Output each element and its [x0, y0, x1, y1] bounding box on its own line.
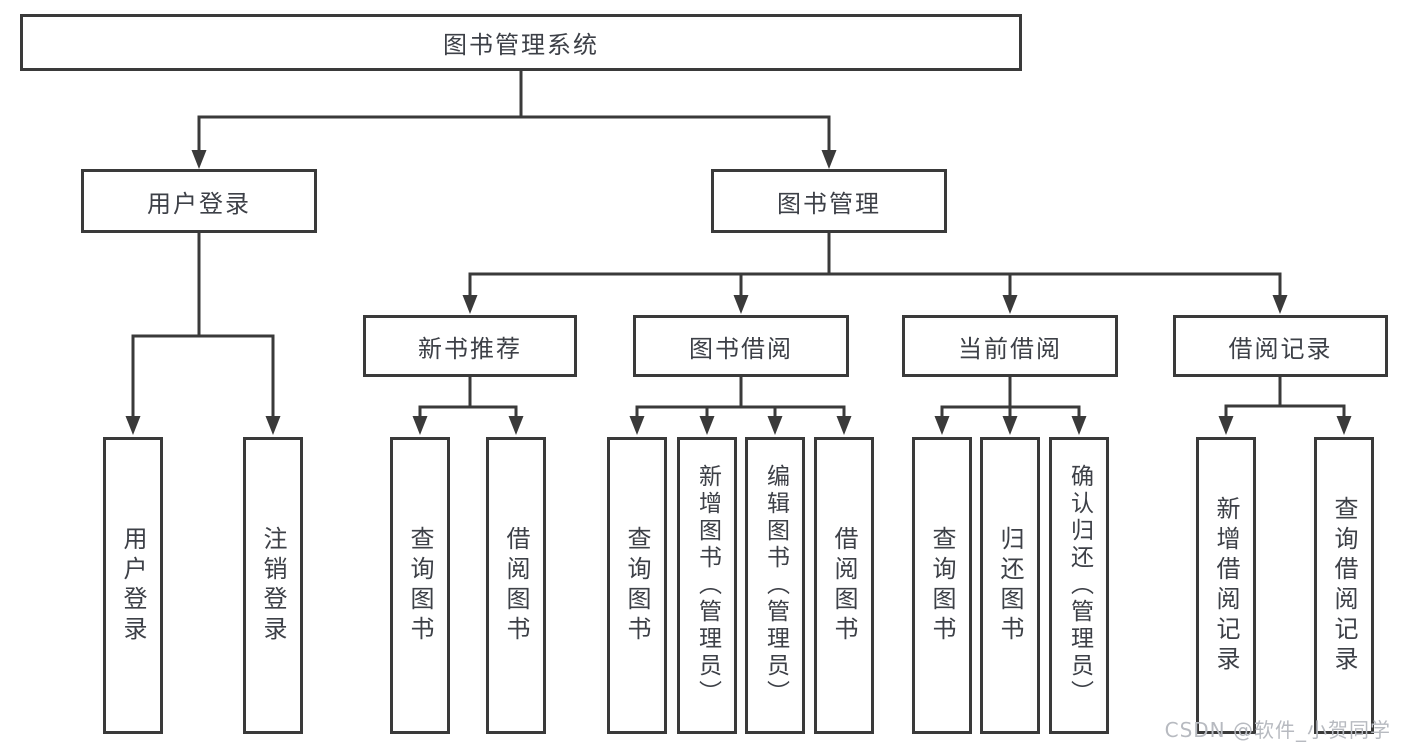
node-label: 用户登录 [147, 189, 251, 218]
leaf-label: 查询图书 [928, 525, 956, 646]
leaf-query-books-recommend: 查询图书 [390, 437, 450, 734]
leaf-label: 确认归还（管理员） [1066, 464, 1093, 707]
node-borrowing-records: 借阅记录 [1173, 315, 1388, 377]
node-current-borrowing: 当前借阅 [902, 315, 1118, 377]
node-label: 当前借阅 [958, 334, 1062, 363]
leaf-logout: 注销登录 [243, 437, 303, 734]
leaf-query-books-borrowing: 查询图书 [607, 437, 667, 734]
leaf-query-borrow-record: 查询借阅记录 [1314, 437, 1374, 734]
leaf-label: 编辑图书（管理员） [762, 464, 789, 707]
leaf-label: 新增借阅记录 [1212, 495, 1240, 676]
node-label: 图书管理 [777, 189, 881, 218]
leaf-label: 查询图书 [406, 525, 434, 646]
leaf-edit-book-admin: 编辑图书（管理员） [745, 437, 805, 734]
leaf-borrow-books-recommend: 借阅图书 [486, 437, 546, 734]
leaf-label: 用户登录 [119, 525, 147, 646]
leaf-label: 新增图书（管理员） [694, 464, 721, 707]
leaf-label: 借阅图书 [502, 525, 530, 646]
leaf-add-book-admin: 新增图书（管理员） [677, 437, 737, 734]
node-book-borrowing: 图书借阅 [633, 315, 849, 377]
node-new-book-recommendation: 新书推荐 [363, 315, 577, 377]
node-book-management: 图书管理 [711, 169, 947, 233]
node-label: 图书借阅 [689, 334, 793, 363]
node-label: 借阅记录 [1228, 334, 1333, 363]
csdn-watermark: CSDN @软件_小贺同学 [1164, 718, 1391, 742]
node-label: 新书推荐 [418, 334, 522, 363]
leaf-label: 注销登录 [259, 525, 287, 646]
node-library-management-system: 图书管理系统 [20, 14, 1022, 71]
leaf-query-books-current: 查询图书 [912, 437, 972, 734]
leaf-confirm-return-admin: 确认归还（管理员） [1049, 437, 1109, 734]
leaf-label: 借阅图书 [830, 525, 858, 646]
leaf-add-borrow-record: 新增借阅记录 [1196, 437, 1256, 734]
node-user-login: 用户登录 [81, 169, 317, 233]
node-label: 图书管理系统 [443, 31, 599, 59]
leaf-user-login: 用户登录 [103, 437, 163, 734]
leaf-borrow-books-borrowing: 借阅图书 [814, 437, 874, 734]
leaf-label: 归还图书 [996, 525, 1024, 646]
leaf-label: 查询借阅记录 [1330, 495, 1358, 676]
leaf-label: 查询图书 [623, 525, 651, 646]
leaf-return-book: 归还图书 [980, 437, 1040, 734]
